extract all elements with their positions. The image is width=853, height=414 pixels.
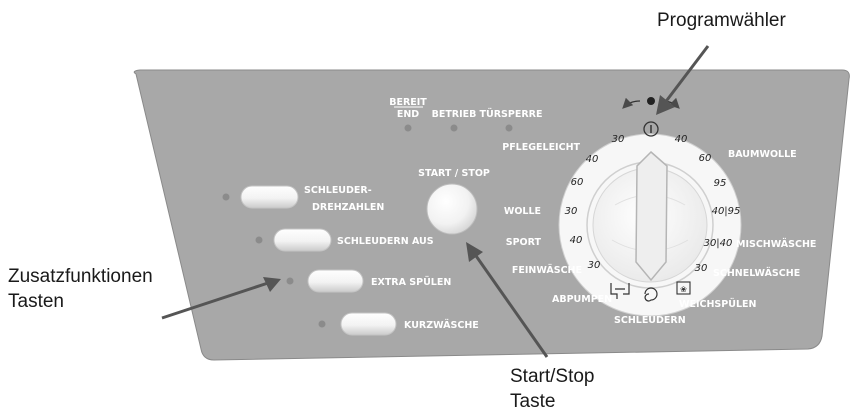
callout-arrows <box>161 45 710 358</box>
program-wolle: WOLLE <box>504 206 541 217</box>
led-schleudern-aus <box>255 236 263 244</box>
program-dial[interactable]: 30 40 60 95 40|95 30|40 30 30 40 30 60 4… <box>558 97 742 317</box>
temp-feinwaesche-30: 30 <box>588 260 601 271</box>
button-extra-spuelen[interactable] <box>307 269 364 293</box>
bereit-led <box>404 124 412 132</box>
label-schleuderdrehzahlen-1: SCHLEUDER- <box>304 185 372 196</box>
arrow-startstop-head <box>466 242 483 262</box>
temp-baumwolle-40: 40 <box>675 134 688 145</box>
temp-pflegeleicht-40: 40 <box>586 154 599 165</box>
temp-pflegeleicht-30: 30 <box>612 134 625 145</box>
temp-wolle-30: 30 <box>565 206 578 217</box>
start-stop-button[interactable] <box>426 183 478 235</box>
program-sport: SPORT <box>506 237 542 248</box>
arrow-zusatz <box>161 281 269 320</box>
callout-zusatz-line1: Zusatzfunktionen <box>8 266 153 287</box>
status-end: END <box>397 109 419 120</box>
led-schleuderdrehzahlen <box>222 193 230 201</box>
spin-icon <box>644 287 658 302</box>
temp-sport-40: 40 <box>570 235 583 246</box>
label-schleudern-aus: SCHLEUDERN AUS <box>337 236 434 247</box>
callout-programmwaehler: Programwähler <box>657 10 786 31</box>
arrow-zusatz-head <box>263 277 281 292</box>
rotation-dot-icon <box>647 97 655 105</box>
label-extra-spuelen: EXTRA SPÜLEN <box>371 277 451 288</box>
temp-pflegeleicht-60: 60 <box>571 177 584 188</box>
arrow-programmwaehler <box>662 45 710 105</box>
program-schleudern: SCHLEUDERN <box>614 315 686 326</box>
program-weichspuelen: WEICHSPÜLEN <box>679 299 756 310</box>
dial-pointer <box>635 150 668 282</box>
temp-mischwaesche-30-40: 30|40 <box>704 238 733 249</box>
button-schleudern-aus[interactable] <box>273 228 332 252</box>
program-feinwaesche: FEINWÄSCHE <box>512 265 582 276</box>
program-baumwolle: BAUMWOLLE <box>728 149 797 160</box>
program-schnelwaesche: SCHNELWÄSCHE <box>713 268 800 279</box>
pump-icon <box>610 283 630 299</box>
softener-icon-glyph: ❀ <box>680 285 687 294</box>
softener-icon <box>676 281 691 295</box>
status-indicators: BEREIT END BETRIEB TÜRSPERRE <box>389 97 542 132</box>
rotate-left-arrow-icon <box>622 97 641 109</box>
start-stop-label: START / STOP <box>418 168 490 179</box>
arrow-startstop <box>472 252 549 358</box>
label-schleuderdrehzahlen-2: DREHZAHLEN <box>312 202 384 213</box>
button-kurzwaesche[interactable] <box>340 312 397 336</box>
callout-startstop-line2: Taste <box>510 391 556 412</box>
led-kurzwaesche <box>318 320 326 328</box>
temp-baumwolle-60: 60 <box>699 153 712 164</box>
label-kurzwaesche: KURZWÄSCHE <box>404 320 479 331</box>
arrow-programmwaehler-head <box>656 95 675 115</box>
status-tuersperre: TÜRSPERRE <box>480 109 543 120</box>
status-bereit: BEREIT <box>389 97 427 108</box>
betrieb-led <box>450 124 458 132</box>
program-pflegeleicht: PFLEGELEICHT <box>502 142 580 153</box>
callout-startstop-line1: Start/Stop <box>510 366 595 387</box>
program-labels: PFLEGELEICHT BAUMWOLLE WOLLE SPORT FEINW… <box>502 142 816 326</box>
program-abpumpen: ABPUMPEN <box>552 294 612 305</box>
led-extra-spuelen <box>286 277 294 285</box>
option-buttons: SCHLEUDER- DREHZAHLEN SCHLEUDERN AUS EXT… <box>222 185 479 336</box>
tuersperre-led <box>505 124 513 132</box>
button-schleuderdrehzahlen[interactable] <box>240 185 299 209</box>
callout-zusatz-line2: Tasten <box>8 291 64 312</box>
program-mischwaesche: MISCHWÄSCHE <box>736 239 816 250</box>
status-betrieb: BETRIEB <box>432 109 477 120</box>
temp-schnelwaesche-30: 30 <box>695 263 708 274</box>
off-position-icon <box>643 121 659 137</box>
temp-baumwolle-95: 95 <box>714 178 727 189</box>
temp-40-95: 40|95 <box>712 206 741 217</box>
